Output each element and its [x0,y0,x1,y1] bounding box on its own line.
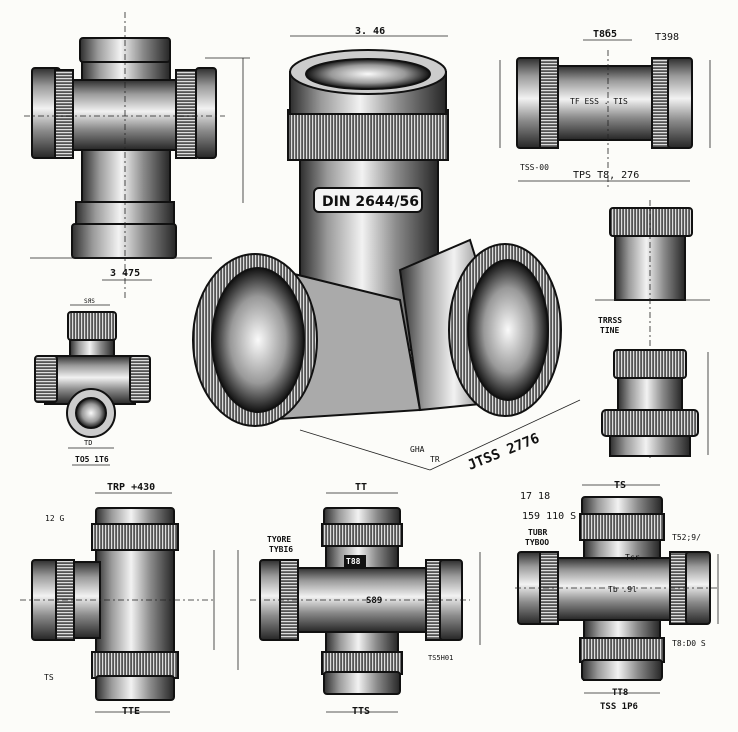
center-elbow-fitting: 3. 46 DIN 2644/56 GHA TR JTSS 2776 [192,26,581,474]
coupling-center-text: TF ESS . TIS [570,97,628,106]
right-stack-fittings: TRRSS TINE [595,200,710,460]
bl-small-note: TS [44,673,54,682]
br-bottom-dimension: TT8 [612,688,628,698]
elbow-label-gha: GHA [410,445,425,454]
coupling-top-right-dimension: T398 [655,32,679,43]
bottom-left-tee-fitting: TRP +430 12 G TS TTE [20,482,239,717]
br-note-a: 17 18 [520,491,550,502]
small-tee-caption: TO5 1T6 [75,455,109,464]
bl-top-dimension: TRP +430 [107,482,155,493]
bl-side-note: 12 G [45,514,64,523]
coupling-left-note: TSS-00 [520,163,549,172]
bm-top-dimension: TT [355,482,367,493]
br-side-note-top: T52;9/ [672,533,701,542]
bl-bottom-dimension: TTE [122,706,140,717]
bm-tag: T88 [346,557,361,566]
stack-note-line2: TINE [600,326,619,335]
bottom-right-cross-fitting: TS 17 18 159 110 S TUBR TYBOO T52;9/ Tcr… [515,480,720,712]
bm-tag-box [344,555,366,567]
top-left-dimension: 3 475 [110,268,140,279]
br-note-b: 159 110 S [522,511,576,522]
din-plate-text: DIN 2644/56 [322,194,419,210]
br-caption: TSS 1P6 [600,702,638,712]
small-tee-bottom-dimension: TD [84,439,92,447]
br-side-note-bottom: T8:D0 S [672,639,706,648]
elbow-base-dimension: JTSS 2776 [466,430,542,473]
bm-note-line1: TYORE [267,535,291,544]
br-inner-top: Tcr [625,553,640,562]
bm-bottom-dimension: TTS [352,706,370,717]
small-tee-fitting: SЯS TD TO5 1T6 [34,298,151,466]
top-left-cross-fitting: 3 475 [24,12,250,300]
br-top-dimension: TS [614,480,626,491]
coupling-top-dimension: T8б5 [593,28,617,40]
bm-note-line2: TYBI6 [269,545,293,554]
elbow-top-dimension: 3. 46 [355,26,385,37]
small-tee-top-dimension: SЯS [84,298,95,305]
din-plate [313,187,423,213]
stack-note-line1: TRRSS [598,316,622,325]
br-center-text: Tb .9l [608,585,637,594]
top-right-coupling: T8б5 T398 TF ESS . TIS TSS-00 TPS T8, 27… [499,28,711,190]
elbow-label-tr: TR [430,455,440,464]
bottom-middle-cross-fitting: TT TYORE TYBI6 T88 S89 TS5H01 TTS [250,482,481,717]
bm-center-text: S89 [366,596,382,606]
bm-side-note: TS5H01 [428,654,453,662]
br-note-line1: TUBR [528,528,547,537]
br-note-line2: TYBOO [525,538,549,547]
coupling-bottom-dimension: TPS T8, 276 [573,170,639,181]
